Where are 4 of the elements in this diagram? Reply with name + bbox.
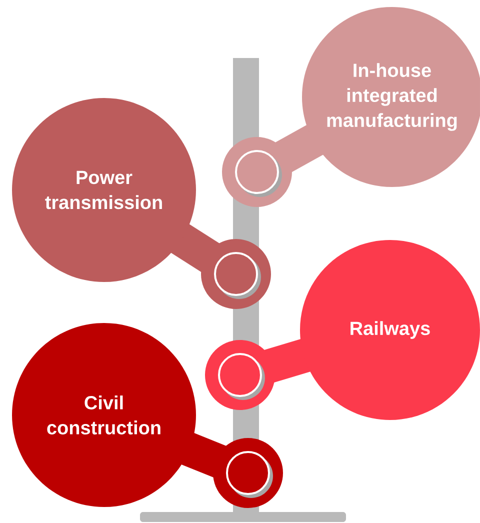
bubble: Civil construction [12,323,283,508]
bubble: Railways [205,240,480,420]
bubble: Power transmission [12,98,271,309]
bubble: In-house integrated manufacturing [222,7,480,207]
